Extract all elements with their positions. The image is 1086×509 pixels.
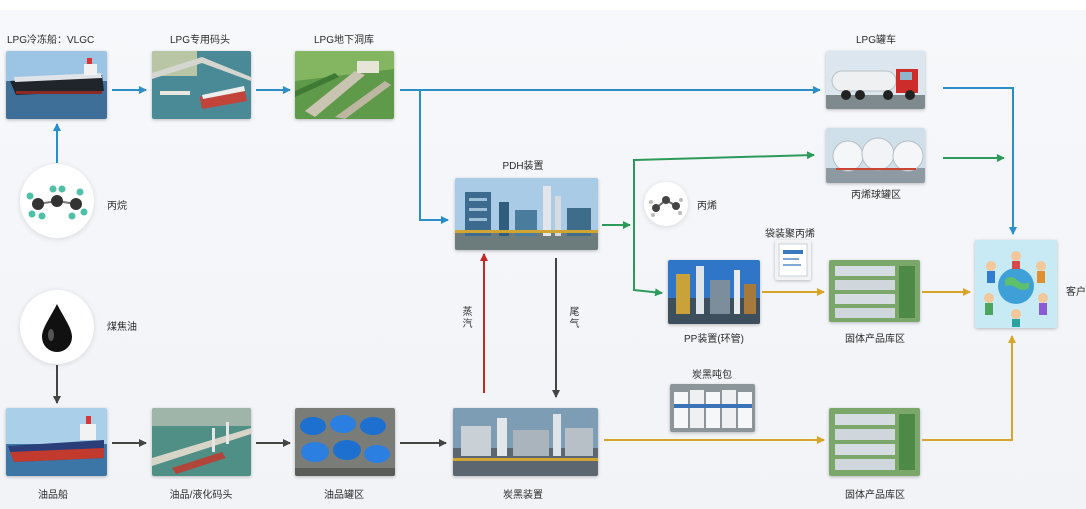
label-lpg-cavern: LPG地下洞库 xyxy=(313,35,375,46)
oil-tank-photo xyxy=(295,408,395,476)
bulk-bags-photo xyxy=(670,384,755,432)
label-carbon-black-bags: 炭黑吨包 xyxy=(692,370,732,381)
label-customer: 客户 xyxy=(1066,287,1086,298)
label-propane: 丙烷 xyxy=(107,201,127,212)
oil-drop-icon xyxy=(20,290,94,364)
arrow-propene-to-sphere xyxy=(633,151,815,225)
label-vlgc: LPG冷冻船：VLGC xyxy=(7,35,95,46)
propene-molecule-icon xyxy=(644,182,688,226)
label-solid-store-top: 固体产品库区 xyxy=(845,334,905,345)
arrow-tanker-to-customer xyxy=(943,87,1017,235)
cavern-photo xyxy=(295,51,394,119)
label-steam: 蒸汽 xyxy=(460,306,471,330)
label-lpg-tanker: LPG罐车 xyxy=(855,35,897,46)
refinery-photo xyxy=(455,178,598,250)
label-propene-tank-area: 丙烯球罐区 xyxy=(851,190,901,201)
label-coal-tar: 煤焦油 xyxy=(107,322,137,333)
ship-photo xyxy=(6,51,107,119)
propane-molecule-icon xyxy=(20,164,94,238)
warehouse-photo xyxy=(829,260,920,322)
label-oil-tank-area: 油品罐区 xyxy=(324,490,364,501)
label-solid-store-bottom: 固体产品库区 xyxy=(845,490,905,501)
arrow-propene-to-pp xyxy=(633,225,663,297)
sphere-tank-photo xyxy=(826,128,925,183)
label-oil-terminal: 油品/液化码头 xyxy=(169,490,233,501)
arrow-store2-to-customer xyxy=(922,335,1016,441)
oil-terminal-photo xyxy=(152,408,251,476)
tanker-truck-photo xyxy=(826,51,925,109)
label-bagged-pp: 袋装聚丙烯 xyxy=(765,229,815,240)
pp-plant-photo xyxy=(668,260,760,324)
terminal-photo xyxy=(152,51,251,119)
people-globe-icon xyxy=(975,240,1057,328)
label-carbon-black-unit: 炭黑装置 xyxy=(503,490,543,501)
label-pp-unit: PP装置(环管) xyxy=(684,334,744,345)
arrow-cavern-to-pdh xyxy=(419,90,449,224)
warehouse-photo-bottom xyxy=(829,408,920,476)
label-tail-gas: 尾气 xyxy=(567,306,578,330)
label-propene: 丙烯 xyxy=(697,201,717,212)
label-pdh-unit: PDH装置 xyxy=(502,161,544,172)
label-oil-tanker: 油品船 xyxy=(38,490,68,501)
label-lpg-terminal: LPG专用码头 xyxy=(169,35,231,46)
bag-photo xyxy=(775,240,811,280)
carbon-black-plant-photo xyxy=(453,408,598,476)
oil-ship-photo xyxy=(6,408,107,476)
